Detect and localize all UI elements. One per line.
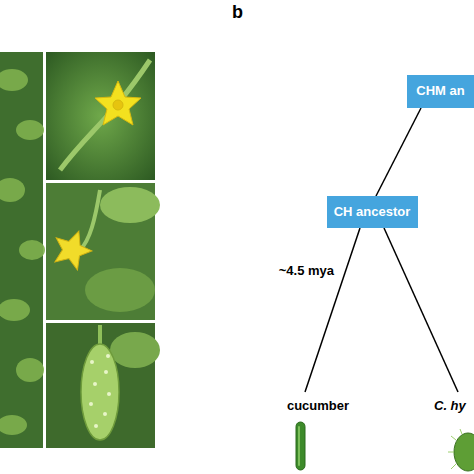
panel-letter: b: [232, 3, 243, 23]
hairy-fruit-picture: [448, 429, 474, 471]
cucumber-picture: [296, 422, 305, 470]
species-label: cucumber: [287, 399, 349, 413]
branch-line: [384, 228, 458, 392]
node-label: CH ancestor: [334, 205, 411, 219]
ancestor-box: CH ancestor: [327, 196, 418, 228]
yellow-flower: [95, 81, 141, 125]
flower-photo: [46, 52, 155, 180]
leaf-shapes: [0, 69, 45, 435]
yellow-flower: [48, 225, 96, 273]
time-label: ~4.5 mya: [279, 264, 334, 278]
ancestor-box: CHM an: [407, 75, 474, 108]
branch-line: [305, 228, 360, 392]
node-label: CHM an: [416, 84, 464, 98]
species-label: C. hy: [434, 399, 466, 413]
tree-branch: [376, 108, 421, 196]
spiky-fruit: [81, 344, 119, 440]
